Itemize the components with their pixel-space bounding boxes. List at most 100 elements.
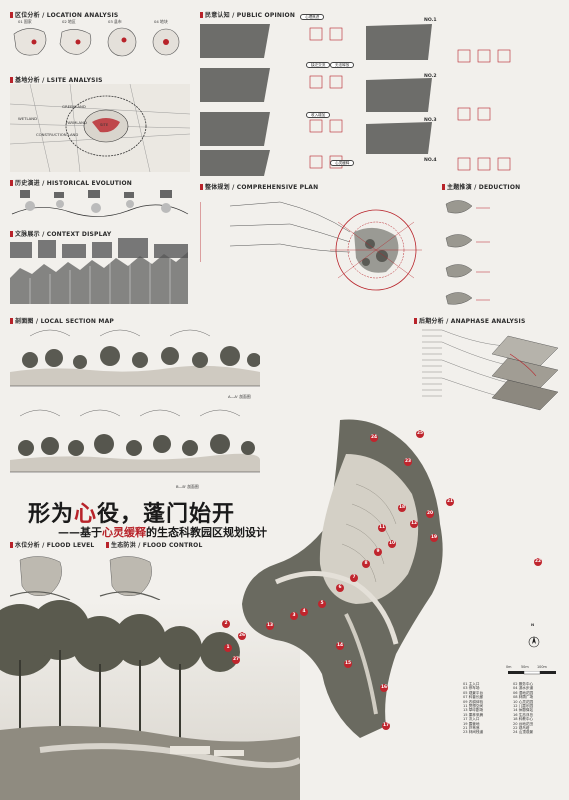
site-header: 基地分析 / LSITE ANALYSIS [10, 75, 103, 84]
scale-50: 50m [521, 665, 529, 669]
scale-100: 100m [537, 665, 547, 669]
legend-item: 14 休憩驿站 [513, 708, 534, 713]
history-timeline-graphic [11, 190, 189, 217]
site-diagram [9, 83, 191, 173]
legend-item: 03 停车场 [463, 686, 480, 691]
legend-item: 20 台地花田 [513, 721, 534, 726]
section-aa [10, 326, 261, 392]
plan-badge-12: 12 [410, 520, 418, 528]
legend-item: 07 科普长廊 [463, 695, 484, 700]
legend-item: 17 次入口 [463, 717, 480, 722]
plan-badge-19: 19 [430, 534, 438, 542]
public-photos-right [366, 20, 526, 178]
plan-badge-2: 2 [222, 620, 230, 628]
legend-item: 09 农耕体验 [463, 699, 484, 704]
anaphase-header: 后期分析 / ANAPHASE ANALYSIS [414, 316, 525, 325]
plan-badge-3: 3 [290, 612, 298, 620]
location-map-graphic [13, 27, 180, 57]
section-bb-graphic [10, 409, 260, 473]
legend-item: 13 草坪剧场 [463, 708, 484, 713]
public-photos-graphic [200, 24, 343, 176]
public-bubble-5: 心灵缓释 [330, 160, 355, 166]
plan-badge-8: 8 [362, 560, 370, 568]
location-item-2: 02 地区 [62, 19, 76, 24]
plan-badge-24: 24 [370, 434, 378, 442]
site-label-farmland: FARMLAND [66, 120, 87, 125]
section-aa-graphic [10, 329, 261, 387]
public-no-3: NO.3 [424, 118, 437, 123]
legend-item: 24 山顶观景 [513, 730, 534, 735]
public-bubble-3: 无法释放 [330, 62, 355, 68]
title-part-1: 形为 [28, 501, 75, 527]
perspective-graphic [0, 600, 302, 800]
deduction-diagram [442, 192, 524, 310]
plan-badge-17: 17 [382, 722, 390, 730]
plan-badge-14: 14 [336, 642, 344, 650]
legend-item: 10 心灵花园 [513, 699, 534, 704]
site-label-site: SITE [100, 122, 109, 127]
public-no-2: NO.2 [424, 74, 437, 79]
site-label-construction: CONSTRUCTION LAND [36, 132, 79, 137]
plan-badge-1: 1 [224, 644, 232, 652]
plan-badge-20: 20 [426, 510, 434, 518]
context-header: 文脉展示 / CONTEXT DISPLAY [10, 229, 111, 238]
subtitle-accent: 心灵缓释 [102, 526, 146, 539]
plan-badge-9: 9 [374, 548, 382, 556]
plan-header: 整体规划 / COMPREHENSIVE PLAN [200, 182, 318, 191]
plan-badge-7: 7 [350, 574, 358, 582]
legend-item: 08 林荫广场 [513, 695, 534, 700]
legend-item: 15 果林采摘 [463, 712, 484, 717]
legend-item: 06 湿地花园 [513, 690, 534, 695]
plan-badge-10: 10 [388, 540, 396, 548]
poster-subtitle: ——基于心灵缓释的生态科教园区规划设计 [58, 524, 267, 540]
location-item-4: 04 地块 [154, 19, 168, 24]
site-label-greenland: GREENLAND [62, 104, 86, 109]
subtitle-prefix: ——基于 [58, 526, 102, 539]
deduction-header: 主题推演 / DEDUCTION [442, 182, 520, 191]
flood-maps [9, 550, 190, 606]
legend-item: 11 冥想空间 [463, 704, 484, 709]
plan-badge-13: 13 [266, 622, 274, 630]
plan-badge-15: 15 [344, 660, 352, 668]
scale-bar-graphic [508, 670, 556, 675]
plan-badge-5: 5 [318, 600, 326, 608]
anaphase-graphic [422, 329, 559, 411]
legend-item: 22 观鸟塔 [513, 726, 530, 731]
public-no-1: NO.1 [424, 18, 437, 23]
flood-control-header: 生态防洪 / FLOOD CONTROL [106, 540, 203, 549]
plan-badge-11: 11 [378, 524, 386, 532]
context-graphic [10, 238, 188, 304]
section-bb-label: B—B' 剖面图 [176, 484, 199, 489]
title-accent: 心 [74, 501, 98, 527]
flood-graphic [9, 556, 161, 601]
title-part-2: 役，蓬门始开 [97, 501, 236, 527]
location-header: 区位分析 / LOCATION ANALYSIS [10, 10, 118, 19]
poster-title: 形为心役，蓬门始开 [28, 496, 235, 528]
public-bubble-4: 收入增加 [306, 112, 331, 118]
master-plan-graphic [242, 419, 443, 738]
anaphase-diagram [412, 326, 562, 420]
plan-diagram [199, 192, 438, 310]
history-header: 历史演进 / HISTORICAL EVOLUTION [10, 178, 132, 187]
history-timeline [10, 188, 190, 226]
public-photos [200, 20, 360, 178]
scale-0: 0m [506, 665, 512, 669]
plan-diagram-graphic [199, 201, 422, 291]
legend-item: 12 儿童乐园 [513, 704, 534, 709]
legend-item: 16 生态浮岛 [513, 712, 534, 717]
legend-item: 23 林间栈道 [463, 730, 484, 735]
legend-item: 18 科教中心 [513, 717, 534, 722]
plan-badge-22: 22 [534, 558, 542, 566]
perspective-render [0, 600, 302, 800]
plan-badge-23: 23 [404, 458, 412, 466]
legend-item: 05 观景平台 [463, 690, 484, 695]
plan-badge-16: 16 [380, 684, 388, 692]
legend-item: 02 服务中心 [513, 682, 534, 686]
section-bb [10, 402, 260, 482]
public-photos-right-graphic [366, 24, 511, 171]
location-item-3: 03 县市 [108, 19, 122, 24]
plan-badge-26: 26 [238, 632, 246, 640]
scale-bar [508, 660, 556, 675]
plan-badge-21: 21 [446, 498, 454, 506]
